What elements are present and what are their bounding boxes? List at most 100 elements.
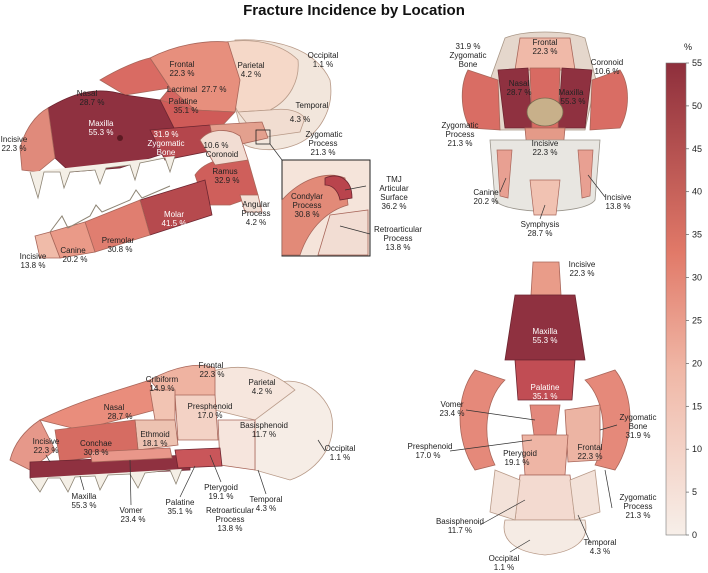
sagittal-value-frontal: 22.3 % (200, 370, 225, 379)
tmj-value-retro: 13.8 % (386, 243, 411, 252)
lateral-value-frontal: 22.3 % (170, 69, 195, 78)
lateral-label-angular-1: Angular (242, 200, 270, 209)
lateral-value-coronoid: 10.6 % (204, 141, 229, 150)
lateral-value-ramus: 32.9 % (215, 176, 240, 185)
sagittal-label-parietal: Parietal (248, 378, 275, 387)
sagittal-incisive (9, 419, 56, 471)
lateral-label-zygomatic-process-2: Process (309, 139, 338, 148)
sagittal-label-palatine: Palatine (166, 498, 195, 507)
lateral-lower-incisive (34, 231, 61, 259)
sagittal-value-pterygoid: 19.1 % (209, 492, 234, 501)
lateral-value-zygomatic-process: 21.3 % (311, 148, 336, 157)
ventral-value-zygomatic-bone: 31.9 % (626, 431, 651, 440)
frontal-zygomatic-left (461, 69, 501, 131)
frontal-value-canine: 20.2 % (474, 197, 499, 206)
frontal-value-nasal: 28.7 % (507, 88, 532, 97)
lateral-label-parietal: Parietal (237, 61, 264, 70)
sagittal-labels: Frontal 22.3 % Cribiform 14.9 % Parietal… (33, 361, 356, 533)
lateral-label-frontal: Frontal (170, 60, 195, 69)
sagittal-value-basisphenoid: 11.7 % (252, 430, 276, 439)
sagittal-label-pterygoid: Pterygoid (204, 483, 238, 492)
lateral-label-temporal: Temporal (296, 101, 329, 110)
sagittal-label-incisive: Incisive (33, 437, 60, 446)
colorbar-tick-label: 55 (692, 58, 702, 68)
lateral-nasal-region (99, 57, 171, 96)
ventral-incisive (530, 261, 562, 296)
colorbar-tick-label: 35 (692, 230, 702, 240)
frontal-value-zygomatic-process: 21.3 % (448, 139, 473, 148)
sagittal-label-temporal: Temporal (250, 495, 283, 504)
sagittal-label-ethmoid: Ethmoid (140, 430, 169, 439)
lateral-value-nasal: 28.7 % (80, 98, 105, 107)
lateral-value-molar: 41.5 % (162, 219, 187, 228)
colorbar-tick-label: 30 (692, 273, 702, 283)
ventral-palatine (514, 359, 576, 401)
colorbar-tick-label: 5 (692, 487, 697, 497)
lateral-value-premolar: 30.8 % (108, 245, 133, 254)
frontal-label-incisive-upper: Incisive (532, 139, 559, 148)
colorbar-tick-label: 10 (692, 444, 702, 454)
sagittal-value-presphenoid: 17.0 % (198, 411, 223, 420)
ventral-label-zygomatic-process-1: Zygomatic (620, 493, 657, 502)
lateral-incisive-region (19, 107, 56, 173)
lateral-orbit (117, 135, 123, 141)
sagittal-value-retro: 13.8 % (218, 524, 243, 533)
sagittal-value-incisive: 22.3 % (34, 446, 59, 455)
lateral-value-parietal: 4.2 % (241, 70, 261, 79)
ventral-label-palatine: Palatine (531, 383, 560, 392)
ventral-value-occipital: 1.1 % (494, 563, 514, 572)
frontal-label-maxilla: Maxilla (559, 88, 584, 97)
frontal-label-nasal: Nasal (509, 79, 530, 88)
lateral-value-incisive-upper: 22.3 % (2, 144, 27, 153)
ventral-label-occipital: Occipital (489, 554, 520, 563)
lateral-label-nasal: Nasal (77, 89, 98, 98)
ventral-zygomatic-right (584, 369, 631, 471)
lateral-lower-teeth (49, 185, 171, 233)
sagittal-value-parietal: 4.2 % (252, 387, 272, 396)
ventral-label-temporal: Temporal (584, 538, 617, 547)
tmj-condylar-process (281, 174, 349, 256)
frontal-nasal-cavity (526, 97, 564, 127)
sagittal-label-basisphenoid: Basisphenoid (240, 421, 288, 430)
ventral-label-zygomatic-bone-2: Bone (629, 422, 648, 431)
ventral-value-maxilla: 55.3 % (533, 336, 558, 345)
tmj-label-retro-1: Retroarticular (374, 225, 422, 234)
sagittal-skull-view (9, 364, 333, 493)
ventral-value-frontal: 22.3 % (578, 452, 603, 461)
sagittal-label-occipital: Occipital (325, 444, 356, 453)
ventral-label-frontal: Frontal (578, 443, 603, 452)
tmj-label-retro-2: Process (384, 234, 413, 243)
ventral-value-presphenoid: 17.0 % (416, 451, 441, 460)
sagittal-value-temporal: 4.3 % (256, 504, 276, 513)
lateral-parietal-region (221, 40, 299, 113)
frontal-value-zygomatic-bone: 31.9 % (456, 42, 481, 51)
frontal-skull-view (461, 31, 628, 216)
colorbar-tick-label: 25 (692, 315, 702, 325)
frontal-label-symphysis: Symphysis (521, 220, 560, 229)
ventral-value-temporal: 4.3 % (590, 547, 610, 556)
frontal-canine-right (577, 149, 594, 199)
frontal-label-canine: Canine (473, 188, 499, 197)
ventral-value-incisive: 22.3 % (570, 269, 595, 278)
sagittal-value-palatine: 35.1 % (168, 507, 193, 516)
tmj-value-tmj: 36.2 % (382, 202, 407, 211)
lateral-upper-teeth (29, 155, 176, 200)
lateral-label-occipital: Occipital (308, 51, 339, 60)
ventral-label-basisphenoid: Basisphenoid (436, 517, 484, 526)
lateral-value-occipital: 1.1 % (313, 60, 333, 69)
ventral-temporal-left (489, 469, 521, 521)
frontal-value-coronoid: 10.6 % (595, 67, 620, 76)
sagittal-label-retro-2: Process (216, 515, 245, 524)
colorbar-tick-label: 45 (692, 144, 702, 154)
frontal-label-zygomatic-bone-1: Zygomatic (450, 51, 487, 60)
colorbar-gradient (665, 62, 687, 536)
lateral-label-incisive-lower: Incisive (20, 252, 47, 261)
lateral-label-coronoid: Coronoid (206, 150, 238, 159)
tmj-callout-box (255, 129, 271, 145)
tmj-retroarticular (317, 209, 369, 256)
sagittal-value-ethmoid: 18.1 % (143, 439, 168, 448)
colorbar-unit: % (684, 42, 692, 52)
sagittal-label-conchae: Conchae (80, 439, 113, 448)
